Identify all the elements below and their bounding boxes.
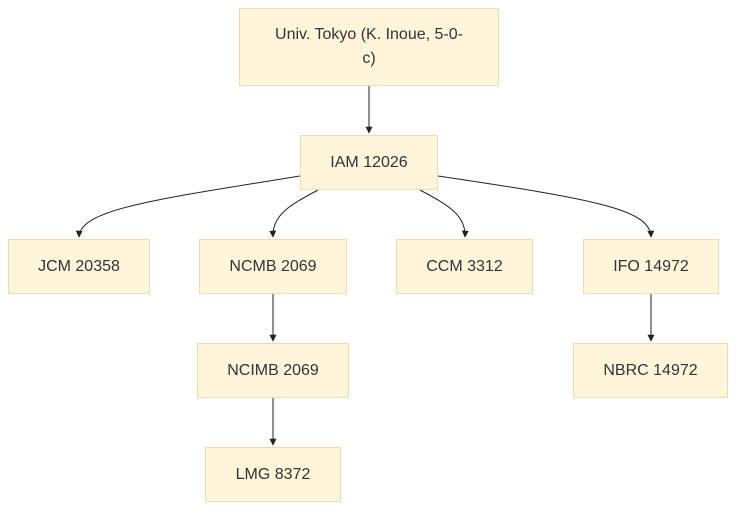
node-iam-12026: IAM 12026: [300, 135, 438, 190]
edge-iam-to-ccm: [419, 189, 469, 238]
node-nbrc-14972-label: NBRC 14972: [603, 361, 698, 379]
node-ccm-3312: CCM 3312: [396, 239, 533, 294]
node-lmg-8372: LMG 8372: [205, 447, 341, 502]
edge-iam-to-jcm: [75, 175, 301, 238]
node-ncimb-2069-label: NCIMB 2069: [227, 361, 319, 379]
node-ncmb-2069: NCMB 2069: [199, 239, 347, 294]
node-ncmb-2069-label: NCMB 2069: [229, 257, 317, 275]
node-ifo-14972: IFO 14972: [583, 239, 719, 294]
edge-iam-to-ncmb: [269, 189, 319, 238]
node-ifo-14972-label: IFO 14972: [613, 257, 689, 275]
node-jcm-20358-label: JCM 20358: [38, 257, 120, 275]
edge-iam-to-ifo: [437, 175, 655, 238]
node-jcm-20358: JCM 20358: [8, 239, 150, 294]
node-iam-12026-label: IAM 12026: [330, 153, 408, 171]
node-lmg-8372-label: LMG 8372: [235, 465, 311, 483]
node-nbrc-14972: NBRC 14972: [573, 343, 728, 398]
node-univ-tokyo-label: Univ. Tokyo (K. Inoue, 5-0-c): [275, 26, 463, 67]
node-ccm-3312-label: CCM 3312: [426, 257, 503, 275]
node-ncimb-2069: NCIMB 2069: [197, 343, 349, 398]
node-univ-tokyo: Univ. Tokyo (K. Inoue, 5-0-c): [239, 8, 499, 86]
